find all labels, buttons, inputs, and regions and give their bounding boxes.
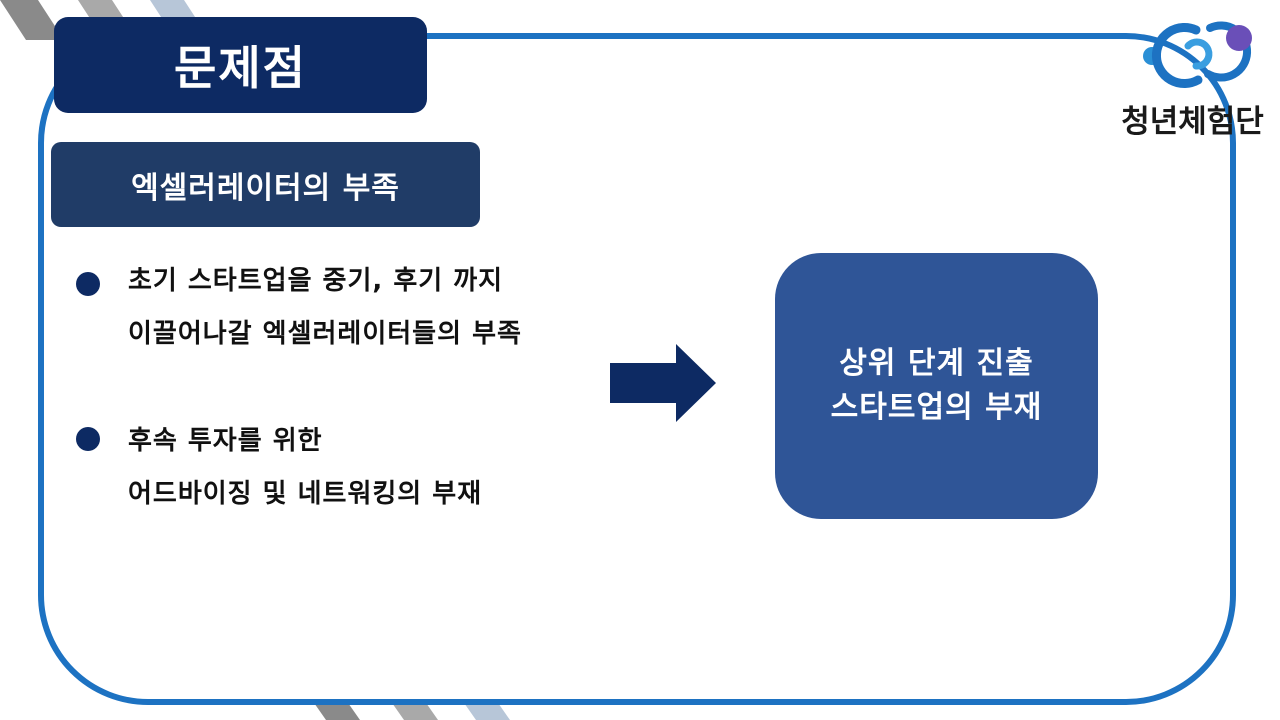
- bullet-2-line-1: 후속 투자를 위한: [128, 426, 323, 456]
- page-title: 문제점: [174, 41, 307, 95]
- logo-text: 청년체험단: [1121, 104, 1264, 140]
- page-subtitle: 엑셀러레이터의 부족: [131, 170, 400, 206]
- right-arrow-icon: [610, 344, 716, 422]
- logo: 청년체험단: [1110, 8, 1275, 140]
- bullet-2-line-2: 어드바이징 및 네트워킹의 부재: [128, 479, 483, 509]
- bullet-1-line-1: 초기 스타트업을 중기, 후기 까지: [128, 266, 504, 296]
- result-line-1: 상위 단계 진출: [839, 346, 1034, 381]
- result-box: 상위 단계 진출 스타트업의 부재: [775, 253, 1098, 519]
- title-box: 문제점: [54, 17, 427, 113]
- stripe-bottom-3: [462, 700, 510, 720]
- bullet-dot-1: [76, 272, 100, 296]
- result-line-2: 스타트업의 부재: [830, 390, 1043, 425]
- subtitle-box: 엑셀러레이터의 부족: [51, 142, 480, 227]
- stripe-bottom-1: [312, 700, 360, 720]
- bullet-dot-2: [76, 427, 100, 451]
- bullet-1-line-2: 이끌어나갈 엑셀러레이터들의 부족: [128, 319, 522, 349]
- youth-experience-logo-icon: [1143, 21, 1252, 88]
- stripe-top-1: [0, 0, 64, 40]
- stripe-bottom-2: [390, 700, 438, 720]
